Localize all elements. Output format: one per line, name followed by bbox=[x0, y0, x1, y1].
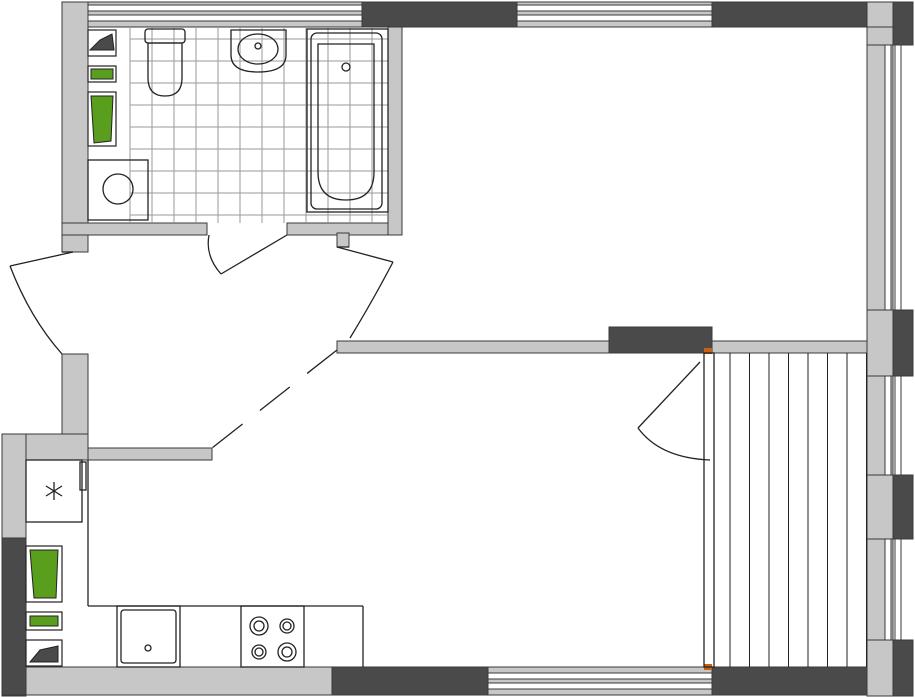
window-bottom bbox=[487, 672, 713, 680]
niche-2-fill bbox=[90, 68, 114, 80]
wall-bedroom-kitchen bbox=[336, 340, 610, 354]
wall-hall-kitchen bbox=[87, 447, 213, 461]
washbasin bbox=[230, 29, 287, 73]
kitchen-sink bbox=[116, 605, 181, 668]
window-right-1 bbox=[884, 44, 892, 311]
facade-right bbox=[866, 1, 914, 697]
burner-1-inner bbox=[253, 620, 265, 632]
washbasin-drain bbox=[254, 42, 262, 50]
vent-shaft-side bbox=[79, 461, 87, 491]
pilaster-1-core bbox=[892, 309, 914, 377]
pilaster-2 bbox=[866, 474, 894, 540]
window-right-3 bbox=[884, 538, 892, 641]
kitchen-sink-basin bbox=[120, 609, 177, 664]
kitchen-sink-drain bbox=[144, 644, 152, 652]
bathtub-outer bbox=[310, 32, 383, 210]
wall-left-upper bbox=[61, 1, 89, 253]
burner-3 bbox=[251, 644, 267, 660]
cooktop-body bbox=[240, 605, 305, 668]
wall-bedroom-loggia bbox=[711, 340, 868, 354]
window-top-mid bbox=[516, 4, 713, 12]
pilaster-2-core bbox=[892, 474, 914, 540]
window-top-left bbox=[87, 4, 363, 12]
pilaster-1 bbox=[866, 309, 894, 377]
bearing-left bbox=[1, 537, 27, 696]
bearing-top-2 bbox=[711, 1, 868, 28]
bathtub bbox=[306, 28, 389, 213]
bearing-top-1 bbox=[361, 1, 518, 28]
burner-3-inner bbox=[254, 647, 264, 657]
entrance-door bbox=[9, 246, 394, 355]
wall-bathroom-right bbox=[387, 26, 403, 236]
loggia-door-swing bbox=[637, 427, 711, 461]
kitchen-sink-body bbox=[116, 605, 181, 668]
niche-3-fill bbox=[90, 95, 114, 144]
window-top-mid-inner bbox=[516, 14, 713, 22]
kitchen-opening-dashed bbox=[211, 349, 338, 449]
loggia bbox=[703, 352, 867, 668]
pilaster-0-core bbox=[892, 1, 914, 46]
toilet bbox=[144, 28, 186, 97]
bathroom-niches bbox=[87, 29, 117, 147]
bathroom-door-swing bbox=[207, 234, 222, 275]
vent-asterisk-icon bbox=[45, 482, 63, 500]
wall-bathroom-stub bbox=[336, 232, 350, 248]
window-bottom-inner bbox=[487, 682, 713, 690]
bearing-bottom-1 bbox=[331, 666, 489, 696]
bearing-bottom-2 bbox=[711, 666, 868, 696]
bathroom-door bbox=[207, 234, 288, 275]
burner-2 bbox=[279, 618, 295, 634]
washing-machine bbox=[87, 159, 149, 221]
window-top-left-inner bbox=[87, 14, 363, 22]
kitchen-niche-2-fill bbox=[29, 615, 59, 627]
window-right-3b bbox=[894, 538, 902, 641]
windows bbox=[87, 4, 902, 690]
entrance-door-swing-right bbox=[349, 261, 394, 339]
window-right-2b bbox=[894, 375, 902, 476]
entrance-door-leaf-left bbox=[9, 251, 74, 267]
doors bbox=[9, 234, 712, 670]
bearing-mid bbox=[608, 326, 713, 354]
kitchen-niches bbox=[25, 545, 63, 667]
kitchen-niche-1-fill bbox=[29, 549, 59, 599]
bathroom-door-leaf bbox=[220, 234, 288, 275]
loggia-boards bbox=[729, 353, 867, 667]
window-right-2 bbox=[884, 375, 892, 476]
kitchen bbox=[25, 459, 364, 668]
bathtub-rim bbox=[306, 28, 389, 213]
wall-left-middle bbox=[61, 353, 89, 437]
pilaster-0 bbox=[866, 26, 894, 46]
entrance-door-leaf-right bbox=[336, 246, 394, 263]
bearing-walls bbox=[1, 1, 868, 696]
burner-4-inner bbox=[281, 646, 293, 658]
bathroom-tiles bbox=[129, 27, 388, 223]
pilaster-3-core bbox=[892, 639, 914, 697]
washbasin-bowl bbox=[237, 33, 279, 65]
kitchen-niche-3-fill bbox=[28, 645, 59, 663]
loggia-frame bbox=[703, 352, 715, 668]
niche-1-fill bbox=[88, 33, 115, 51]
entrance-door-swing-left bbox=[9, 265, 63, 355]
bathtub-drain bbox=[341, 62, 351, 72]
wall-bathroom-bottom-left bbox=[61, 222, 208, 236]
burner-4 bbox=[277, 642, 297, 662]
cooktop bbox=[240, 605, 305, 668]
window-right-1b bbox=[894, 44, 902, 311]
bathtub-basin bbox=[317, 43, 375, 201]
washing-machine-drum bbox=[102, 173, 134, 205]
burner-1 bbox=[249, 616, 269, 636]
bathroom bbox=[87, 27, 389, 223]
burner-2-inner bbox=[282, 621, 292, 631]
toilet-bowl bbox=[147, 42, 183, 97]
pilaster-3 bbox=[866, 639, 894, 697]
loggia-door-hinge-top bbox=[704, 348, 712, 354]
loggia-door-leaf bbox=[637, 361, 701, 429]
washbasin-body bbox=[230, 29, 287, 73]
washing-machine-body bbox=[87, 159, 149, 221]
